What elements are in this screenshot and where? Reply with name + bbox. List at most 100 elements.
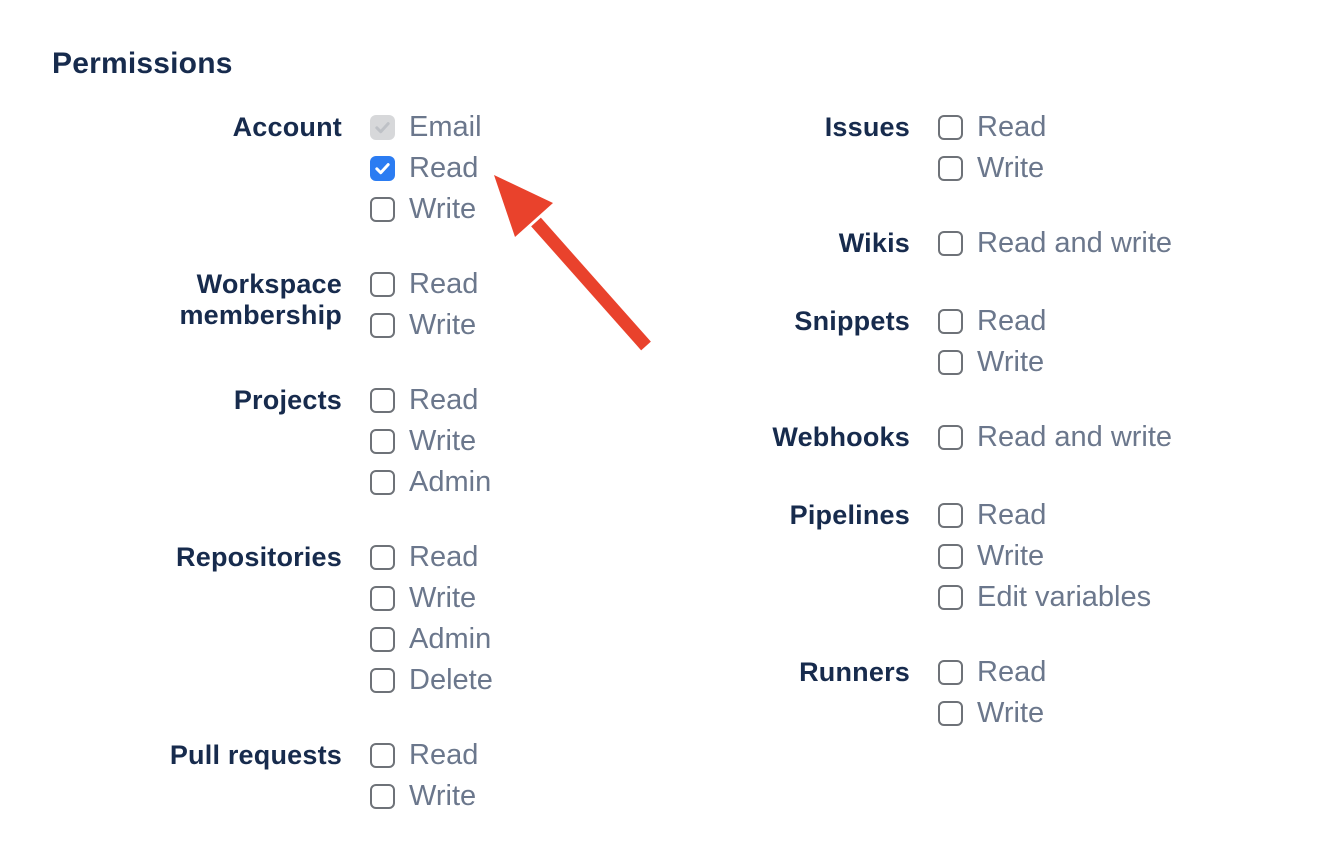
option-row-projects-admin[interactable]: Admin [370, 468, 491, 497]
group-label-account: Account [232, 112, 342, 142]
checkbox-pipelines-read[interactable] [938, 503, 963, 528]
checkbox-account-email [370, 115, 395, 140]
option-row-snippets-read[interactable]: Read [938, 305, 1047, 337]
option-label-runners-write: Write [977, 697, 1045, 729]
checkbox-repositories-read[interactable] [370, 545, 395, 570]
option-row-pipelines-edit-variables[interactable]: Edit variables [938, 581, 1152, 613]
checkbox-projects-admin[interactable] [370, 470, 395, 495]
option-row-repositories-write[interactable]: Write [370, 584, 493, 613]
option-label-pull-requests-read: Read [409, 739, 479, 771]
option-label-repositories-delete: Delete [409, 664, 493, 696]
option-label-account-read: Read [409, 152, 479, 184]
option-label-repositories-admin: Admin [409, 623, 492, 655]
option-row-projects-read[interactable]: Read [370, 384, 491, 416]
option-row-account-read[interactable]: Read [370, 152, 482, 184]
option-row-pull-requests-read[interactable]: Read [370, 739, 479, 771]
option-row-pipelines-read[interactable]: Read [938, 499, 1151, 531]
options-list-webhooks: Read and write [938, 423, 1172, 452]
group-label-snippets: Snippets [794, 306, 910, 336]
checkbox-repositories-admin[interactable] [370, 627, 395, 652]
option-label-projects-read: Read [409, 384, 479, 416]
group-label-workspace-membership: Workspace membership [179, 269, 342, 330]
options-list-wikis: Read and write [938, 229, 1172, 258]
checkbox-issues-write[interactable] [938, 156, 963, 181]
option-row-workspace-membership-read[interactable]: Read [370, 268, 479, 300]
option-row-projects-write[interactable]: Write [370, 425, 491, 457]
checkbox-webhooks-read-and-write[interactable] [938, 425, 963, 450]
checkbox-repositories-write[interactable] [370, 586, 395, 611]
checkbox-snippets-write[interactable] [938, 350, 963, 375]
option-row-pipelines-write[interactable]: Write [938, 542, 1151, 571]
checkbox-projects-read[interactable] [370, 388, 395, 413]
group-label-runners: Runners [799, 657, 910, 687]
option-row-repositories-read[interactable]: Read [370, 543, 493, 572]
option-row-issues-read[interactable]: Read [938, 111, 1047, 143]
checkbox-pipelines-edit-variables[interactable] [938, 585, 963, 610]
checkbox-pull-requests-write[interactable] [370, 784, 395, 809]
option-row-wikis-read-and-write[interactable]: Read and write [938, 229, 1172, 258]
group-label-pipelines: Pipelines [789, 500, 910, 530]
option-label-pull-requests-write: Write [409, 780, 477, 812]
checkbox-account-read[interactable] [370, 156, 395, 181]
option-row-issues-write[interactable]: Write [938, 152, 1046, 184]
checkbox-workspace-membership-write[interactable] [370, 313, 395, 338]
checkbox-projects-write[interactable] [370, 429, 395, 454]
checkbox-pipelines-write[interactable] [938, 544, 963, 569]
option-label-workspace-membership-write: Write [409, 309, 477, 341]
option-row-runners-write[interactable]: Write [938, 697, 1046, 729]
option-label-projects-write: Write [409, 425, 477, 457]
checkbox-pull-requests-read[interactable] [370, 743, 395, 768]
option-row-account-write[interactable]: Write [370, 195, 482, 224]
option-row-pull-requests-write[interactable]: Write [370, 780, 478, 812]
checkbox-runners-read[interactable] [938, 660, 963, 685]
option-label-issues-write: Write [977, 152, 1045, 184]
checkbox-workspace-membership-read[interactable] [370, 272, 395, 297]
checkbox-runners-write[interactable] [938, 701, 963, 726]
option-label-runners-read: Read [977, 656, 1047, 688]
checkbox-wikis-read-and-write[interactable] [938, 231, 963, 256]
checkbox-snippets-read[interactable] [938, 309, 963, 334]
option-label-pipelines-read: Read [977, 499, 1047, 531]
option-row-repositories-delete[interactable]: Delete [370, 664, 493, 696]
group-label-repositories: Repositories [176, 542, 342, 572]
option-row-account-email: Email [370, 113, 482, 142]
check-icon [375, 163, 390, 175]
option-row-workspace-membership-write[interactable]: Write [370, 309, 478, 341]
option-label-workspace-membership-read: Read [409, 268, 479, 300]
group-label-projects: Projects [233, 385, 342, 415]
option-label-pipelines-edit-variables: Edit variables [977, 581, 1152, 613]
checkbox-repositories-delete[interactable] [370, 668, 395, 693]
check-icon [375, 122, 390, 134]
checkbox-issues-read[interactable] [938, 115, 963, 140]
option-row-runners-read[interactable]: Read [938, 656, 1047, 688]
option-label-snippets-write: Write [977, 346, 1045, 378]
option-label-issues-read: Read [977, 111, 1047, 143]
option-row-webhooks-read-and-write[interactable]: Read and write [938, 423, 1172, 452]
page-title: Permissions [52, 47, 233, 80]
option-label-snippets-read: Read [977, 305, 1047, 337]
option-row-snippets-write[interactable]: Write [938, 346, 1046, 378]
checkbox-account-write[interactable] [370, 197, 395, 222]
group-label-issues: Issues [824, 112, 910, 142]
group-label-pull-requests: Pull requests [169, 740, 342, 770]
option-row-repositories-admin[interactable]: Admin [370, 623, 493, 655]
